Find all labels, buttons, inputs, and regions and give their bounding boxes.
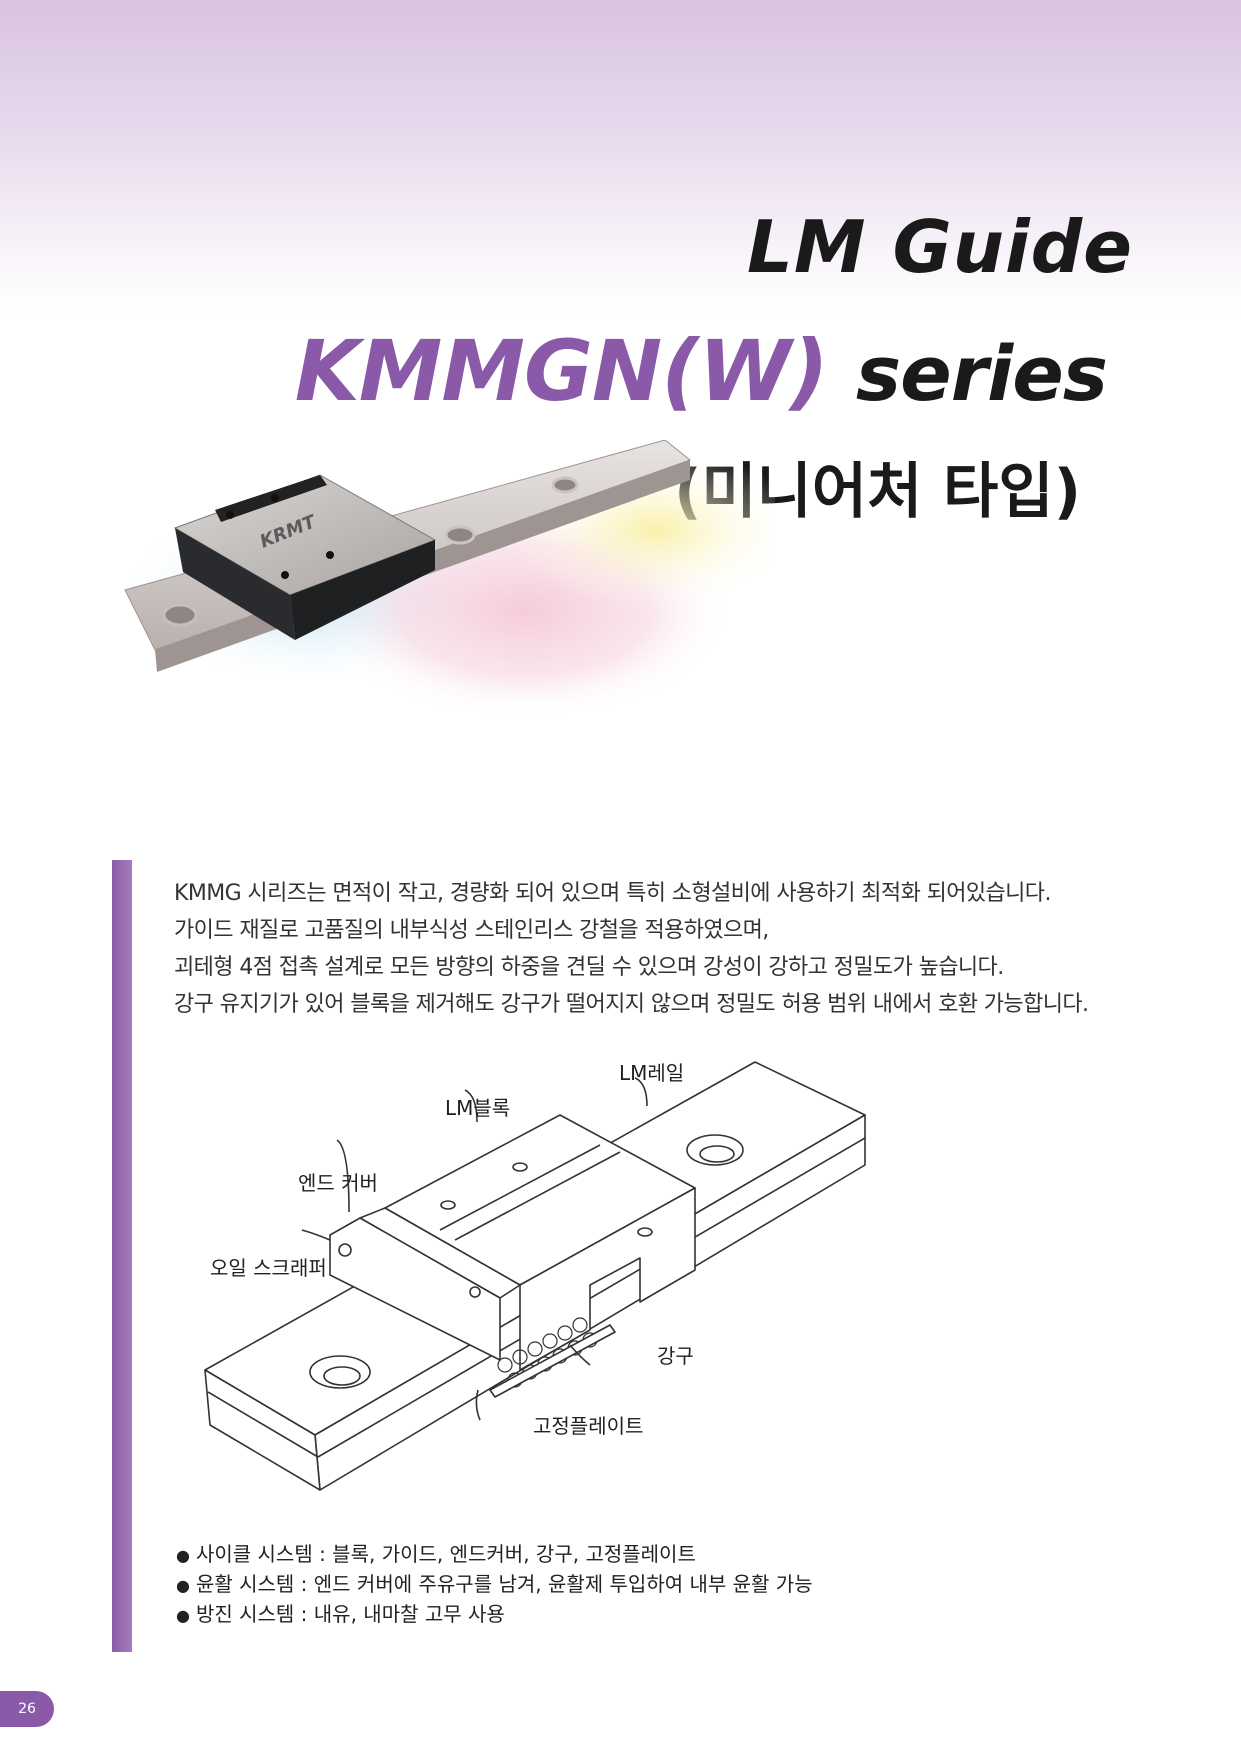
block-end-cap: [215, 475, 327, 522]
feature-item: ● 윤활 시스템 : 엔드 커버에 주유구를 남겨, 윤활제 투입하여 내부 윤활…: [176, 1570, 813, 1600]
rail-hole-middle: [444, 525, 476, 545]
page-number: 26: [0, 1691, 54, 1727]
diagram-rail-hole-back-inner: [699, 1145, 735, 1163]
feature-text: 사이클 시스템 : 블록, 가이드, 엔드커버, 강구, 고정플레이트: [195, 1542, 696, 1566]
block-hole-3: [281, 571, 289, 579]
diagram-rail-hole-back: [686, 1134, 744, 1166]
accent-bar: [112, 860, 132, 1652]
label-oil-scraper: 오일 스크래퍼: [210, 1256, 327, 1280]
feature-text: 방진 시스템 : 내유, 내마찰 고무 사용: [195, 1602, 505, 1626]
diagram-end-screw: [469, 1286, 481, 1298]
block-front: [290, 540, 435, 640]
label-end-cover: 엔드 커버: [298, 1171, 378, 1195]
diagram-rail-groove: [207, 1391, 319, 1458]
rail-hole-front: [162, 603, 198, 627]
label-lm-rail: LM레일: [619, 1061, 685, 1085]
diagram-block-line: [439, 1144, 601, 1231]
title-series-suffix: series: [855, 329, 1108, 418]
diagram-block-hole-3: [637, 1227, 653, 1237]
rail-hole-back: [551, 476, 579, 494]
bullet-icon: ●: [176, 1606, 190, 1625]
diagram-block-line-2: [454, 1151, 621, 1241]
leader-end-cover: [336, 1139, 350, 1213]
description-line: KMMG 시리즈는 면적이 작고, 경량화 되어 있으며 특히 소형설비에 사용…: [174, 881, 1051, 906]
hero-product-image: KRMT: [115, 440, 775, 720]
diagram-scraper-screw: [338, 1243, 352, 1257]
label-lm-block: LM블록: [445, 1096, 511, 1120]
leader-oil-scraper: [301, 1229, 331, 1241]
description-line: 강구 유지기가 있어 블록을 제거해도 강구가 떨어지지 않으며 정밀도 허용 …: [174, 992, 1089, 1017]
feature-item: ● 사이클 시스템 : 블록, 가이드, 엔드커버, 강구, 고정플레이트: [176, 1540, 813, 1570]
leader-retainer-plate: [475, 1389, 481, 1421]
diagram-rail-end: [204, 1369, 321, 1491]
diagram-retainer-plate: [489, 1324, 616, 1398]
title-series: KMMGN(W) series: [294, 322, 1108, 420]
feature-item: ● 방진 시스템 : 내유, 내마찰 고무 사용: [176, 1600, 813, 1630]
label-retainer-plate: 고정플레이트: [533, 1414, 644, 1438]
description-line: 괴테형 4점 접촉 설계로 모든 방향의 하중을 견딜 수 있으며 강성이 강하…: [174, 955, 1004, 980]
description: KMMG 시리즈는 면적이 작고, 경량화 되어 있으며 특히 소형설비에 사용…: [174, 875, 1234, 1023]
leader-steel-ball: [569, 1344, 591, 1366]
diagram-rail-hole-front: [309, 1355, 371, 1389]
block-hole-2: [271, 494, 279, 502]
block-hole-1: [226, 511, 234, 519]
header-background: [0, 0, 1241, 320]
feature-text: 윤활 시스템 : 엔드 커버에 주유구를 남겨, 윤활제 투입하여 내부 윤활 …: [195, 1572, 813, 1596]
bullet-icon: ●: [176, 1576, 190, 1595]
diagram-block-hole-1: [440, 1200, 456, 1210]
description-line: 가이드 재질로 고품질의 내부식성 스테인리스 강철을 적용하였으며,: [174, 918, 769, 943]
block-left: [175, 528, 295, 640]
feature-list: ● 사이클 시스템 : 블록, 가이드, 엔드커버, 강구, 고정플레이트 ● 윤활…: [176, 1540, 813, 1630]
diagram-end-cover-face: [329, 1217, 501, 1361]
title-series-model: KMMGN(W): [294, 322, 829, 420]
leader-lm-block: [464, 1089, 478, 1123]
structure-diagram: [204, 1061, 866, 1491]
diagram-block-hole-2: [512, 1162, 528, 1172]
diagram-rail-groove-2: [317, 1137, 866, 1458]
title-lm-guide: LM Guide: [747, 205, 1133, 289]
bullet-icon: ●: [176, 1546, 190, 1565]
leader-lm-rail: [634, 1077, 648, 1107]
label-steel-ball: 강구: [657, 1344, 694, 1368]
diagram-rail-hole-front-inner: [323, 1366, 361, 1386]
block-hole-4: [326, 551, 334, 559]
